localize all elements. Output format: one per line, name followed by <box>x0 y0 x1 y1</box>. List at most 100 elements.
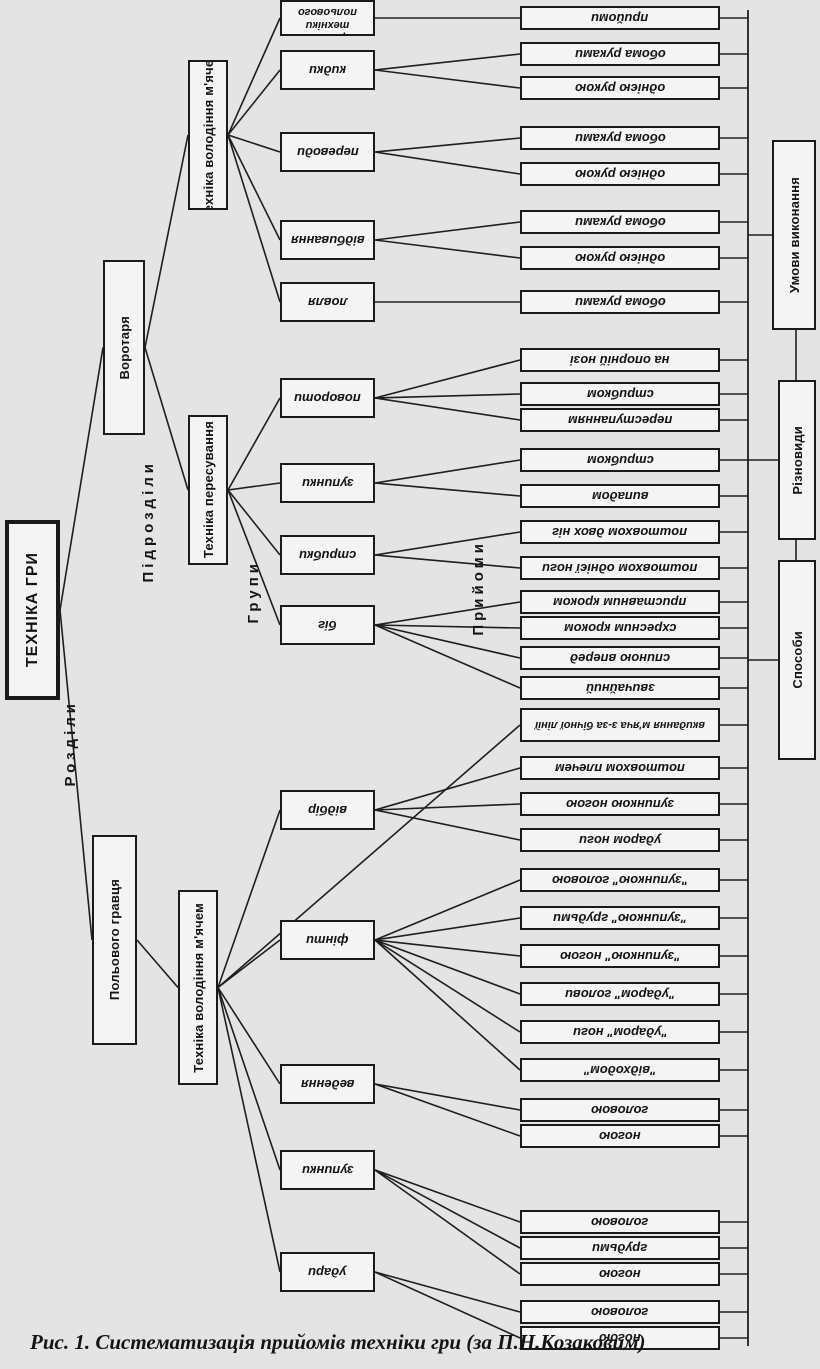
technique-box: поштовхом плечем <box>520 756 720 780</box>
technique-box: обома руками <box>520 290 720 314</box>
technique-label: обома руками <box>574 294 666 310</box>
technique-label: "зупинкою" головою <box>552 872 688 888</box>
connector-line <box>374 803 521 811</box>
connector-line <box>374 601 521 626</box>
technique-label: однією рукою <box>574 250 666 266</box>
group-label: стрибки <box>298 547 357 563</box>
connector-line <box>227 134 281 241</box>
group-label: ведення <box>300 1076 355 1092</box>
technique-label: поштовхом однієї ноги <box>542 560 698 576</box>
technique-label: випадом <box>591 488 649 504</box>
subsection-box-gk-ball-handling: Техніка володіння м'ячем <box>188 60 228 210</box>
technique-label: поштовхом плечем <box>555 760 685 776</box>
connector-line <box>374 459 521 484</box>
technique-box: однією рукою <box>520 162 720 186</box>
group-box: удари <box>280 1252 375 1292</box>
group-box: повороти <box>280 378 375 418</box>
technique-label: приставним кроком <box>553 594 687 610</box>
technique-box: "зупинкою" грудьми <box>520 906 720 930</box>
group-box: ведення <box>280 1064 375 1104</box>
connector-line <box>374 137 521 153</box>
connector-line <box>374 239 521 259</box>
technique-label: стрибком <box>586 386 654 402</box>
technique-box: ударом ноги <box>520 828 720 852</box>
group-box: відбивання <box>280 220 375 260</box>
kinds-box: Різновиди <box>778 380 816 540</box>
group-label: відбір <box>307 802 348 818</box>
group-box: зупинки <box>280 1150 375 1190</box>
technique-box: головою <box>520 1300 720 1324</box>
group-label: біг <box>318 617 337 633</box>
technique-box: "зупинкою" ногою <box>520 944 720 968</box>
technique-label: ударом ноги <box>578 832 662 848</box>
technique-box: обома руками <box>520 210 720 234</box>
technique-label: однією рукою <box>574 80 666 96</box>
connector-line <box>59 347 104 611</box>
connector-line <box>374 917 521 941</box>
connector-line <box>374 1083 521 1111</box>
technique-label: переступанням <box>567 412 673 428</box>
connector-line <box>227 17 281 136</box>
subsection-label: Техніка володіння м'ячем <box>190 902 206 1073</box>
connector-line <box>217 939 281 989</box>
connector-line <box>227 134 281 153</box>
connector-line <box>374 359 521 399</box>
group-label: ловля <box>307 294 348 310</box>
group-label: удари <box>308 1264 347 1280</box>
group-label: зупинки <box>301 1162 354 1178</box>
connector-line <box>217 724 521 989</box>
group-box: біг <box>280 605 375 645</box>
technique-box: стрибком <box>520 448 720 472</box>
technique-label: обома руками <box>574 214 666 230</box>
connector-line <box>217 987 281 1085</box>
subsection-label: Техніка володіння м'ячем <box>200 60 216 210</box>
connector-line <box>217 987 281 1171</box>
technique-label: обома руками <box>574 46 666 62</box>
technique-label: "зупинкою" ногою <box>559 948 681 964</box>
technique-label: схресним кроком <box>563 620 677 636</box>
connector-line <box>217 809 281 988</box>
connector-line <box>227 489 281 556</box>
group-label: повороти <box>294 390 361 406</box>
technique-label: "ударом" голови <box>564 986 676 1002</box>
connector-line <box>144 347 189 491</box>
group-label: кидки <box>308 62 347 78</box>
connector-line <box>144 134 189 348</box>
group-box: кидки <box>280 50 375 90</box>
technique-box: грудьми <box>520 1236 720 1260</box>
connector-line <box>374 69 521 89</box>
connector-line <box>374 939 521 995</box>
technique-label: "зупинкою" грудьми <box>553 910 687 926</box>
connector-line <box>374 767 521 811</box>
connector-line <box>374 151 521 175</box>
technique-box: звичайний <box>520 676 720 700</box>
figure-caption: Рис. 1. Систематизація прийомів техніки … <box>30 1330 646 1354</box>
conditions-label: Умови виконання <box>786 176 802 294</box>
technique-box: однією рукою <box>520 246 720 270</box>
technique-label: ногою <box>599 1266 641 1282</box>
connector-line <box>374 1169 521 1223</box>
technique-box: обома руками <box>520 126 720 150</box>
technique-label: прийоми <box>591 10 649 26</box>
technique-box: схресним кроком <box>520 616 720 640</box>
connector-line <box>374 397 521 421</box>
technique-box: обома руками <box>520 42 720 66</box>
connector-line <box>374 624 521 659</box>
methods-box: Способи <box>778 560 816 760</box>
connector-line <box>374 939 521 1071</box>
connector-line <box>374 221 521 241</box>
technique-box: ногою <box>520 1262 720 1286</box>
group-box: ловля <box>280 282 375 322</box>
connector-line <box>374 1169 521 1275</box>
connector-line <box>374 482 521 497</box>
technique-box: поштовхом двох ніг <box>520 520 720 544</box>
technique-label: ногою <box>599 1128 641 1144</box>
connector-line <box>227 69 281 136</box>
section-label: Польового гравця <box>107 879 122 1001</box>
technique-label: вкидання м'яча з-за бічної лінії <box>535 719 705 731</box>
connector-line <box>227 482 281 491</box>
label-techniques: Прийоми <box>470 540 487 636</box>
technique-box: вкидання м'яча з-за бічної лінії <box>520 708 720 742</box>
connector-line <box>136 939 179 989</box>
